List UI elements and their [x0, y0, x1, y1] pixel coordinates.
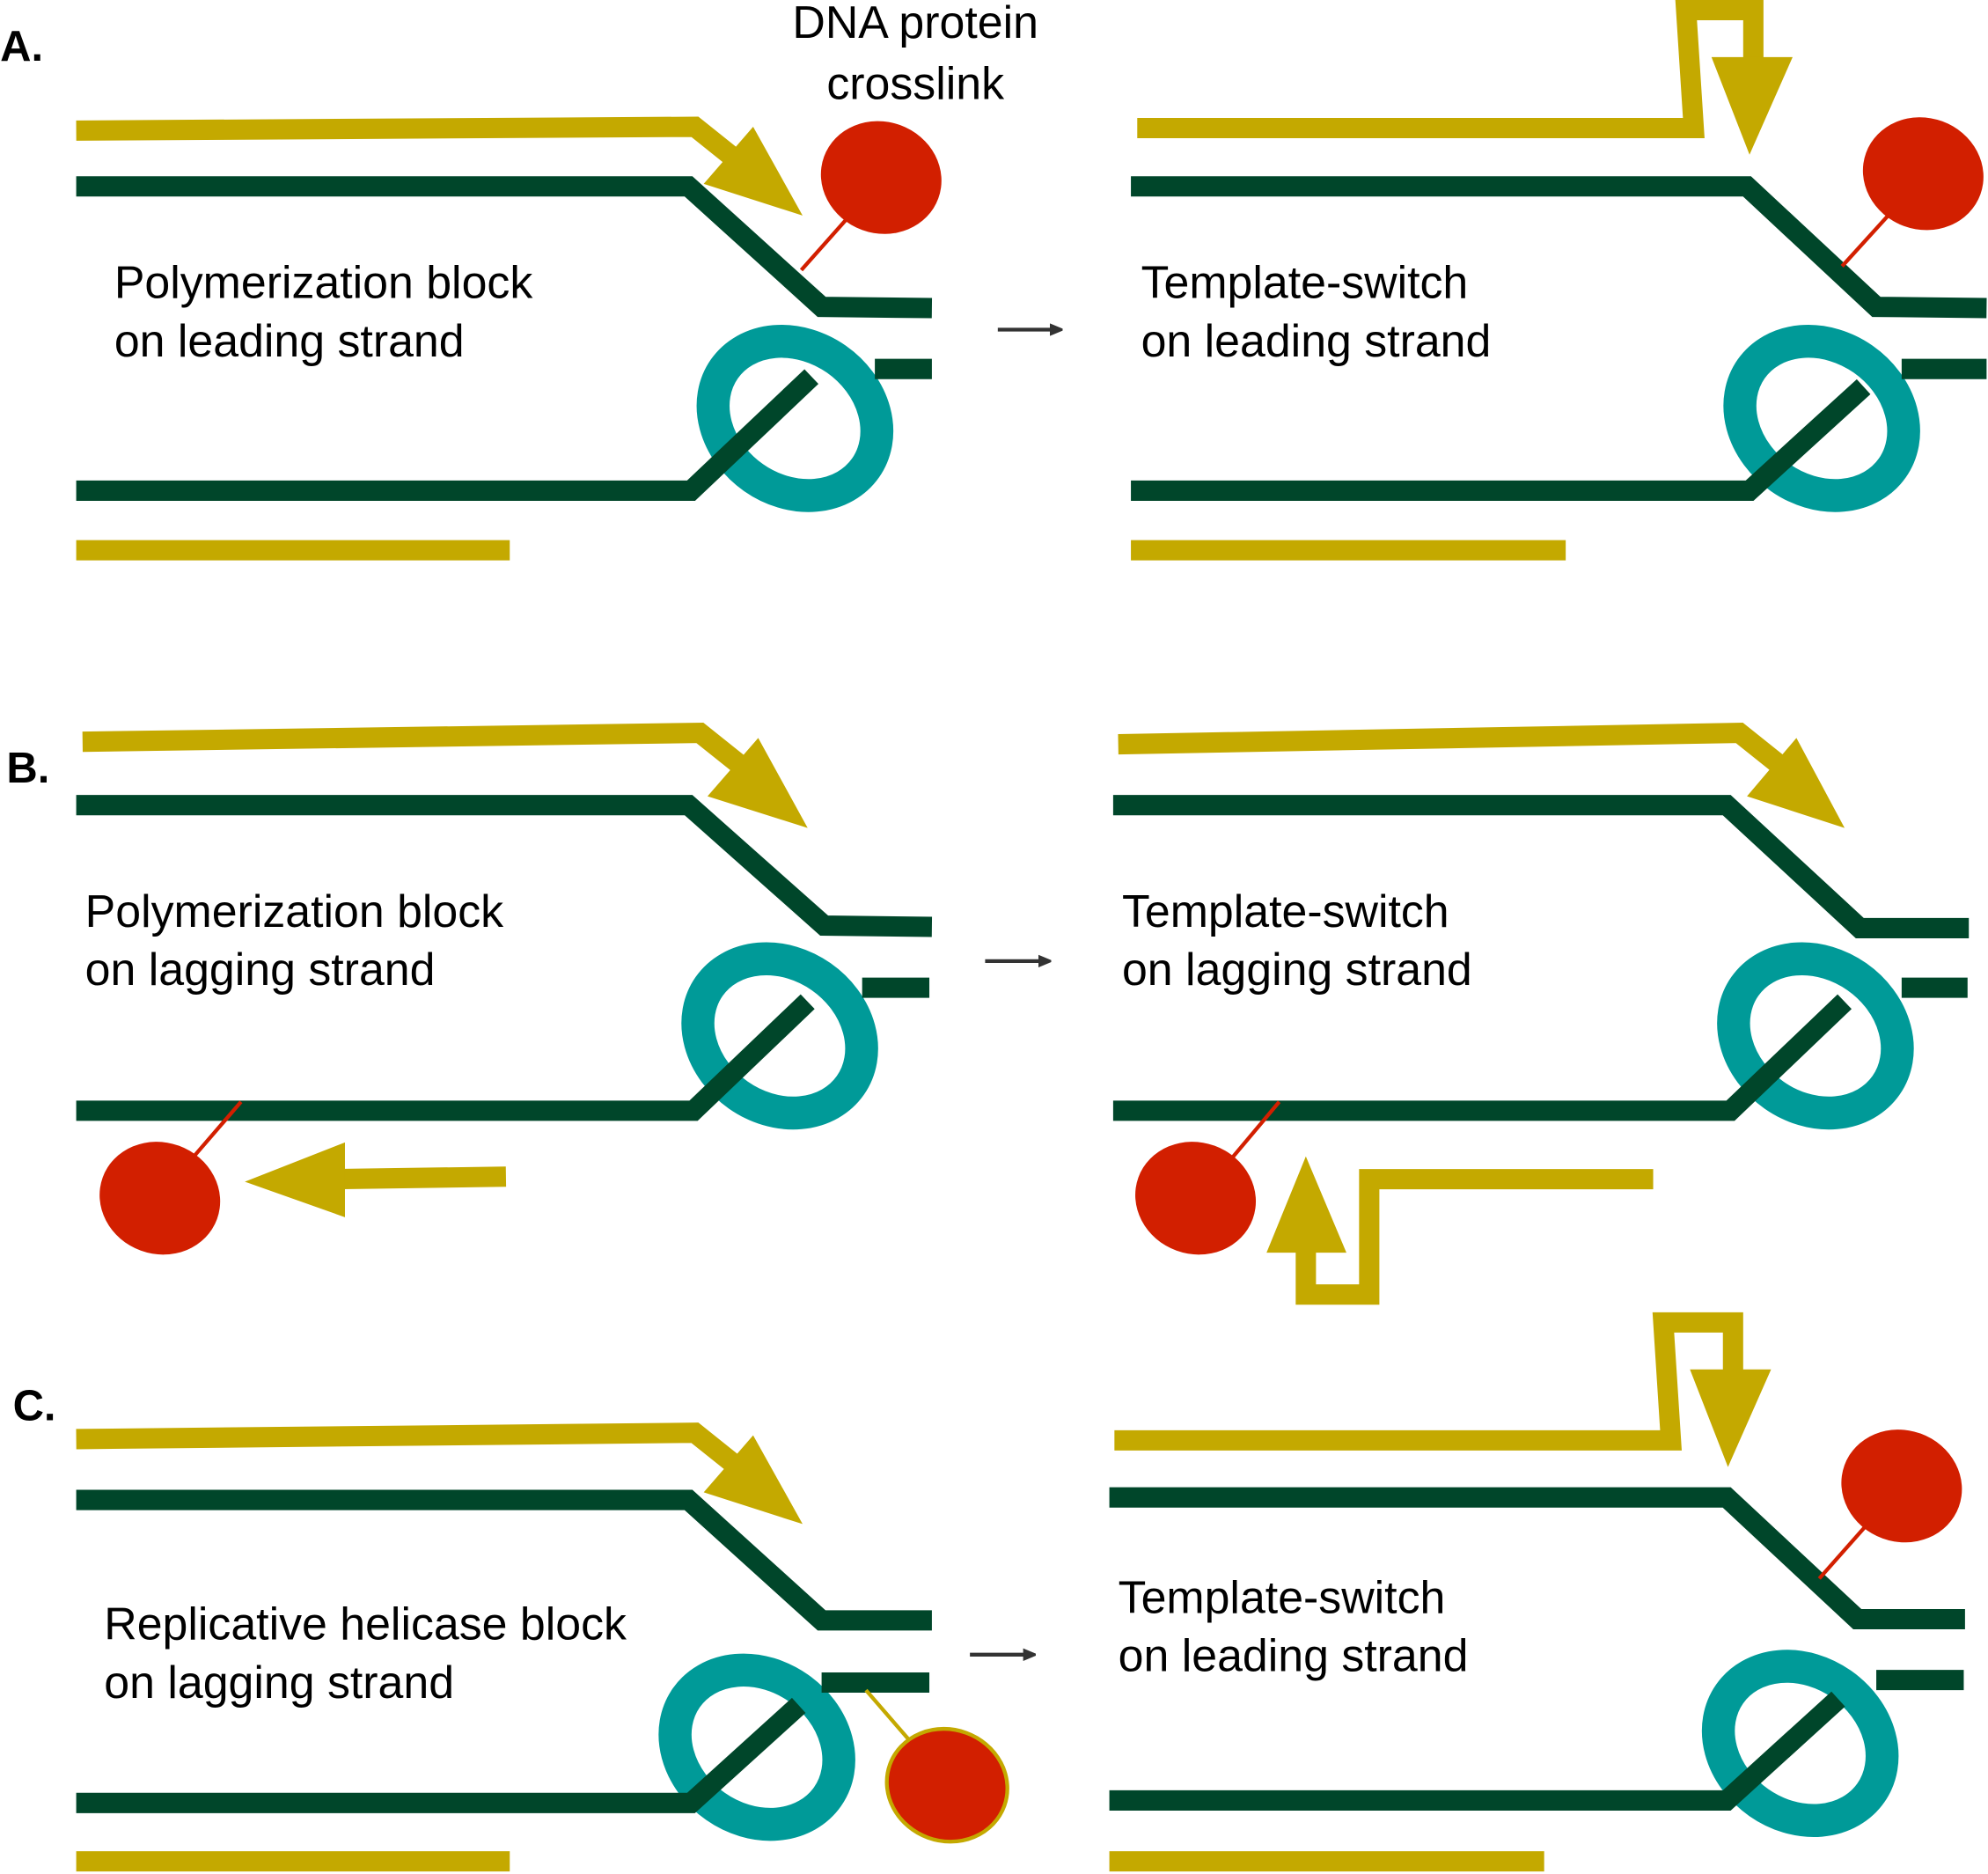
panel-c-left-text-2: on lagging strand [104, 1657, 454, 1708]
panel-c-right: Template-switch on leading strand [1109, 1312, 1965, 1872]
crosslink-tether [799, 211, 854, 272]
panel-b-left-text-2: on lagging strand [85, 944, 436, 995]
leading-template-strand [76, 176, 933, 319]
leading-template-strand [1112, 795, 1970, 938]
panel-b-left: B. Polymerization block on lagging stran… [6, 723, 1045, 1255]
panel-b-right-text-1: Template-switch [1122, 886, 1449, 937]
crosslink-protein [1862, 117, 1984, 231]
helicase-ring [681, 942, 878, 1130]
leading-nascent-strand [76, 116, 739, 165]
helicase-ring [658, 1653, 855, 1841]
panel-c-right-text-1: Template-switch [1119, 1571, 1446, 1622]
panel-b-right: Template-switch on lagging strand [1112, 722, 1970, 1305]
leading-arrowhead [707, 738, 808, 828]
lagging-template-strand [1109, 1691, 1845, 1811]
crosslink-label-line1: DNA protein [792, 0, 1038, 48]
panel-c-right-text-2: on leading strand [1119, 1630, 1469, 1681]
crosslink-protein [1841, 1429, 1962, 1543]
leading-template-strand [76, 795, 933, 937]
panel-b-right-text-2: on lagging strand [1122, 944, 1472, 995]
crosslink-label-line2: crosslink [826, 57, 1004, 108]
crosslink-protein [1135, 1142, 1257, 1255]
panel-b-left-text-1: Polymerization block [85, 886, 504, 937]
panel-a-right: Template-switch on leading strand [1131, 0, 1987, 561]
panel-a-left-text-2: on leading strand [114, 315, 465, 366]
crosslink-protein [884, 1726, 1009, 1844]
template-switch-strand [1114, 1312, 1743, 1451]
leading-arrowhead [703, 1435, 803, 1525]
panel-a-right-text-2: on leading strand [1141, 315, 1492, 366]
lagging-template-strand [1112, 994, 1852, 1121]
crosslink-protein [820, 121, 942, 234]
leading-nascent-strand [76, 1422, 739, 1472]
leading-nascent-strand [82, 723, 745, 772]
leading-template-strand [1109, 1487, 1965, 1629]
crosslink-tether [1230, 1100, 1281, 1159]
helicase-ring [1723, 324, 1920, 512]
helicase-ring [1717, 942, 1914, 1130]
panel-c-left: C. Replicative helicase block on lagging… [13, 1382, 1031, 1872]
template-switch-arrowhead [1266, 1156, 1346, 1253]
template-switch-arrowhead [1690, 1369, 1772, 1467]
panel-a-label: A. [0, 23, 43, 70]
template-switch-arrowhead [1711, 56, 1793, 155]
lagging-template-strand [76, 1697, 806, 1813]
template-switch-strand [1295, 1169, 1654, 1305]
helicase-ring [696, 324, 894, 512]
crosslink-protein [99, 1142, 221, 1255]
crosslink-tether [1817, 1521, 1871, 1580]
crosslink-tether [1840, 209, 1895, 268]
leading-template-strand [76, 1489, 932, 1631]
panel-a-left-text-1: Polymerization block [114, 257, 533, 308]
crosslink-tether [191, 1100, 243, 1159]
crosslink-tether [864, 1688, 917, 1749]
panel-b-label: B. [6, 745, 49, 792]
lagging-nascent-strand [332, 1166, 507, 1190]
leading-template-strand [1131, 176, 1987, 319]
template-switch-strand [1137, 0, 1764, 139]
panel-c-left-text-1: Replicative helicase block [104, 1598, 627, 1650]
helicase-ring [1701, 1650, 1899, 1837]
panel-a-right-text-1: Template-switch [1141, 257, 1469, 308]
lagging-template-strand [76, 994, 815, 1121]
leading-nascent-strand [1118, 722, 1784, 772]
leading-arrowhead [1747, 738, 1845, 828]
lagging-arrowhead [245, 1142, 345, 1217]
panel-a-left: A. DNA protein crosslink Polymerization … [0, 0, 1057, 561]
lagging-template-strand [76, 369, 818, 501]
leading-arrowhead [703, 127, 803, 216]
lagging-template-strand [1131, 378, 1871, 501]
panel-c-label: C. [13, 1382, 56, 1429]
